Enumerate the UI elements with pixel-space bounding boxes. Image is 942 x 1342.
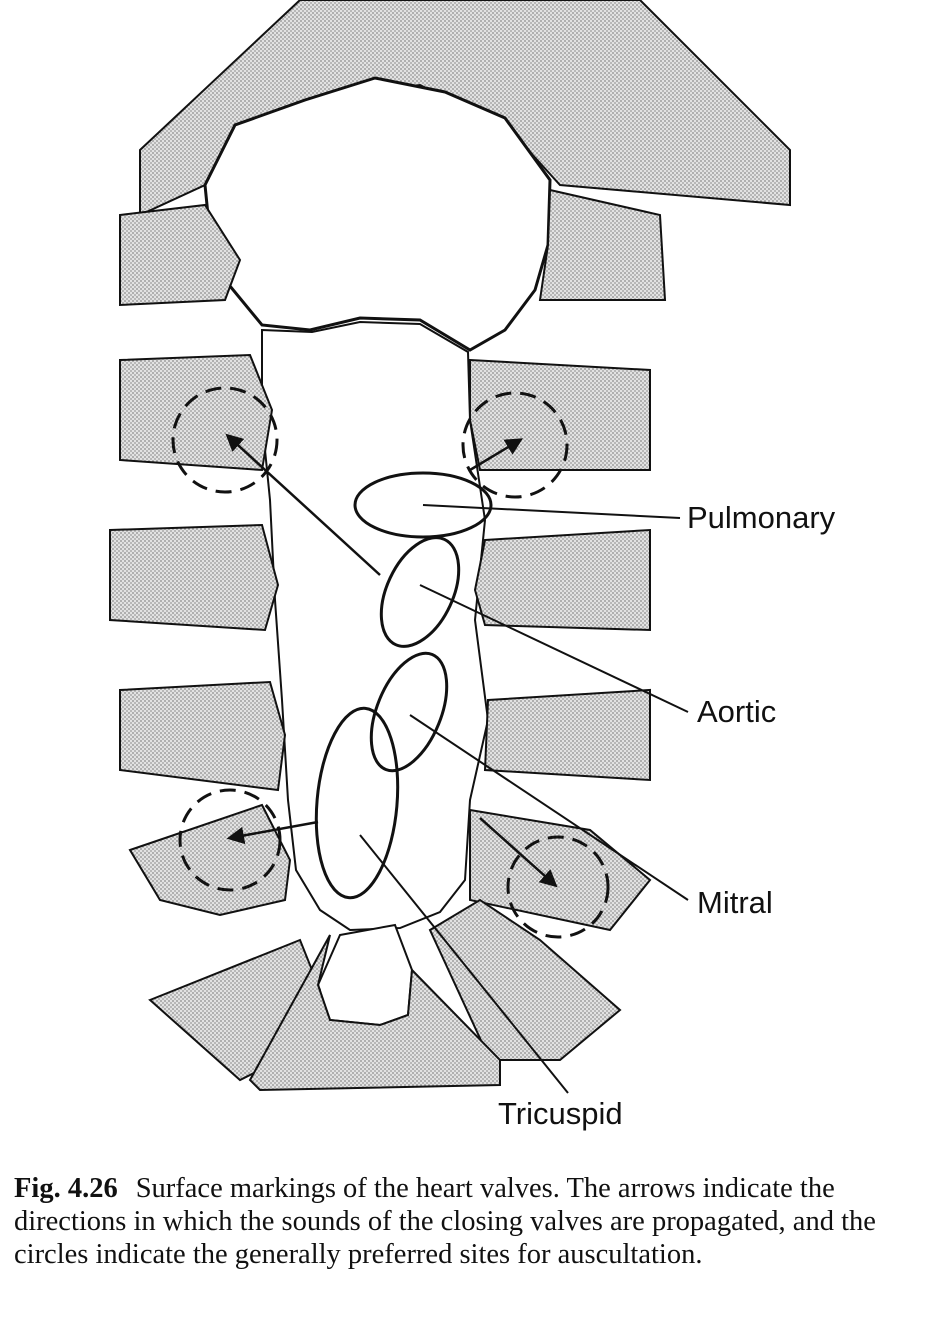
tricuspid-leader bbox=[359, 834, 569, 1094]
sternum-body bbox=[261, 320, 490, 932]
aortic-auscultation-circle bbox=[171, 386, 279, 494]
mitral-valve bbox=[369, 651, 449, 773]
mitral-auscultation-circle bbox=[506, 835, 610, 939]
figure-number: Fig. 4.26 bbox=[14, 1173, 118, 1204]
aortic-leader bbox=[419, 584, 689, 713]
ribs-viewer-left bbox=[109, 203, 322, 1082]
mitral-leader bbox=[409, 714, 689, 901]
tricuspid-auscultation-circle bbox=[178, 788, 282, 892]
pulmonary-auscultation-circle bbox=[461, 391, 569, 499]
pulmonary-propagation-arrow bbox=[469, 438, 524, 472]
manubrium bbox=[203, 76, 552, 352]
aortic-valve bbox=[379, 536, 461, 648]
lower-shading bbox=[248, 934, 501, 1092]
mitral-propagation-arrow bbox=[479, 817, 558, 888]
mitral-label: Mitral bbox=[697, 885, 773, 920]
leader-lines bbox=[359, 504, 689, 1094]
valve-markings bbox=[314, 471, 493, 900]
tricuspid-propagation-arrow bbox=[226, 820, 319, 845]
xiphoid-process bbox=[316, 923, 414, 1027]
tricuspid-label: Tricuspid bbox=[498, 1096, 623, 1131]
pulmonary-valve bbox=[353, 471, 493, 539]
pulmonary-leader bbox=[422, 504, 681, 519]
caption-text: Surface markings of the heart valves. Th… bbox=[14, 1173, 876, 1270]
heart-valves-diagram bbox=[109, 0, 791, 1094]
pulmonary-label: Pulmonary bbox=[687, 500, 836, 535]
auscultation-sites bbox=[171, 386, 610, 939]
propagation-arrows bbox=[225, 433, 558, 888]
aortic-label: Aortic bbox=[697, 694, 777, 729]
aortic-propagation-arrow bbox=[225, 433, 381, 576]
tricuspid-valve bbox=[314, 706, 400, 900]
